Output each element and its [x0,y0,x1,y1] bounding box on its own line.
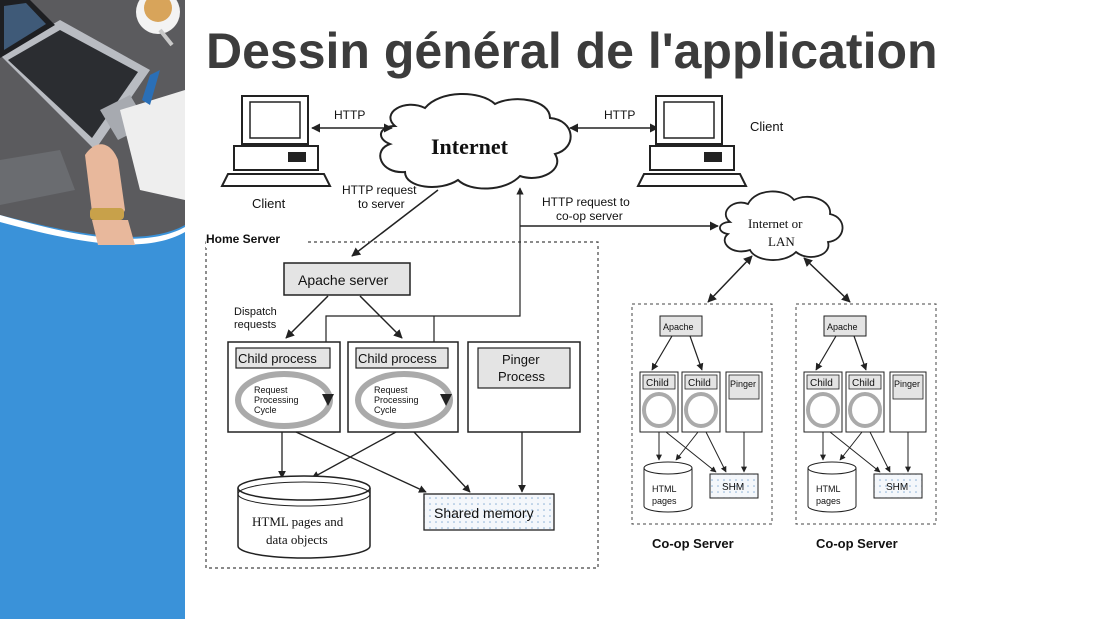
coop-2-child-1-label: Child [810,378,833,389]
html-pages-label-2: data objects [266,532,328,547]
coop-1-html-label-2: pages [652,496,677,506]
html-pages-database-icon [237,475,371,559]
client-right-computer-icon [636,95,748,187]
child-process-2-cycle: Cycle [374,405,397,415]
child-process-2-processing: Processing [374,395,419,405]
coop-2-server-label: Co-op Server [816,536,898,551]
laptop-image [0,0,150,150]
client-left-computer-icon [220,95,332,187]
shared-memory-box [423,493,555,531]
child-process-2 [347,341,459,433]
coop-1-shm-label: SHM [722,482,744,493]
child-process-1-label: Child process [238,351,317,366]
child-process-1-cycle: Cycle [254,405,277,415]
pinger-label-1: Pinger [502,352,540,367]
home-server-label: Home Server [206,232,280,246]
html-pages-label-1: HTML pages and [252,514,344,529]
internet-lan-label-1: Internet or [748,216,803,231]
internet-lan-cloud-icon [719,190,844,261]
child-process-1-request: Request [254,385,288,395]
pinger-label-2: Process [498,369,545,384]
dispatch-label-2: requests [234,319,277,331]
http-left-label: HTTP [334,108,365,122]
slide-title: Dessin général de l'application [206,23,938,79]
http-request-coop-label-2: co-op server [556,209,623,223]
shared-memory-label: Shared memory [434,505,534,521]
coop-2-child-2-label: Child [852,378,875,389]
workspace-photo [0,0,185,619]
coop-2-html-label-1: HTML [816,484,841,494]
apache-server-label: Apache server [298,272,389,288]
coop-1-html-label-1: HTML [652,484,677,494]
child-process-2-label: Child process [358,351,437,366]
http-request-coop-label-1: HTTP request to [542,195,630,209]
coop-1-server-label: Co-op Server [652,536,734,551]
http-right-label: HTTP [604,108,635,122]
apache-server-box [283,262,411,296]
coop-1-pinger-label: Pinger [730,379,756,389]
client-left-label: Client [252,196,286,211]
coop-1-child-1-label: Child [646,378,669,389]
home-server-box [205,241,599,569]
coop-2-shm-label: SHM [886,482,908,493]
internet-label: Internet [431,134,509,159]
dispatch-label-1: Dispatch [234,306,277,318]
child-process-1 [227,341,341,433]
internet-cloud-icon [379,93,572,190]
child-process-2-request: Request [374,385,408,395]
internet-lan-label-2: LAN [768,234,795,249]
coffee-cup-image [136,0,180,47]
client-right-label: Client [750,119,784,134]
coop-1-apache-label: Apache [663,322,694,332]
coop-server-1 [631,303,773,525]
coop-2-apache-label: Apache [827,322,858,332]
sidebar-decoration [0,0,185,619]
coop-2-html-label-2: pages [816,496,841,506]
hand-image [85,144,135,245]
coop-server-2 [795,303,937,525]
http-request-server-label-1: HTTP request [342,183,417,197]
http-request-server-label-2: to server [358,197,405,211]
child-process-1-processing: Processing [254,395,299,405]
coop-2-pinger-label: Pinger [894,379,920,389]
coop-1-child-2-label: Child [688,378,711,389]
architecture-diagram: Client Internet HTTP HTTP Client HTTP re… [205,93,937,569]
